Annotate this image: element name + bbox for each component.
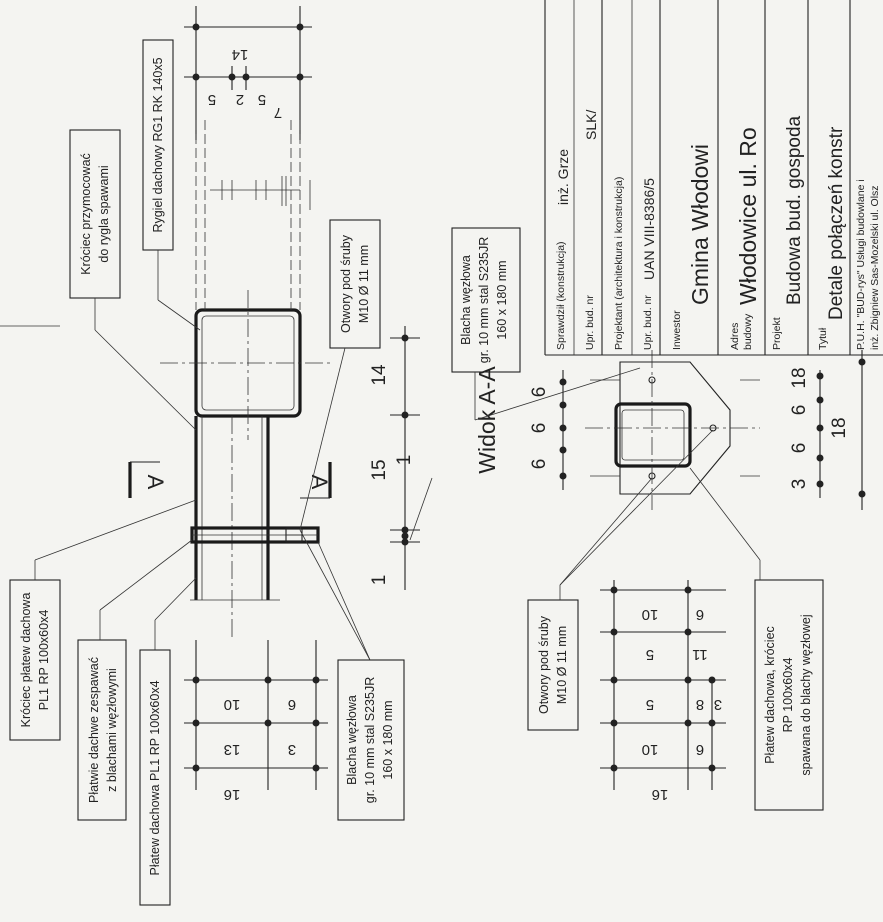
tb-footer-1: P.U.H. "BUD-rys" Usługi budowlane i	[855, 179, 867, 350]
callout-rygiel: Rygiel dachowy RG1 RK 140x5	[142, 39, 201, 331]
dim-bot-6a: 6	[696, 606, 704, 623]
svg-text:Otwory pod śruby: Otwory pod śruby	[339, 234, 353, 333]
left-dimension-column: 16 13 10 3 6	[184, 640, 328, 803]
tb-projekt-label: Projekt	[771, 317, 783, 350]
callout-blacha-top: Blacha węzłowa gr. 10 mm stal S235JR 160…	[451, 227, 641, 421]
dim-view-6b: 6	[529, 423, 550, 434]
dim-bot-16: 16	[652, 786, 669, 803]
section-cut-mark-upper: A	[143, 475, 168, 490]
svg-text:RP 100x60x4: RP 100x60x4	[781, 658, 795, 733]
dim-mid-14: 14	[369, 364, 390, 386]
dim-left-3: 3	[288, 741, 296, 758]
tb-projekt: Budowa bud. gospoda	[784, 115, 805, 305]
callout-krociec-platew: Króciec płatew dachowa PL1 RP 100x60x4	[9, 499, 197, 741]
tb-tytul-label: Tytuł	[817, 327, 829, 350]
svg-text:z blachami węzłowymi: z blachami węzłowymi	[105, 668, 119, 792]
tb-inwestor: Gmina Włodowi	[687, 144, 713, 305]
bottom-dimension-column: 10 5 5 10 11 8 3 6 6 16	[600, 580, 726, 803]
svg-text:Blacha węzłowa: Blacha węzłowa	[345, 695, 359, 785]
dim-view-3a: 18	[789, 367, 810, 388]
tb-tytul: Detale połączeń konstr	[826, 126, 847, 320]
mid-dimension-row: 14 15 1 1	[369, 326, 433, 590]
tb-sprawdzil-label: Sprawdził (konstrukcja)	[555, 241, 567, 350]
callout-platew-pl1: Płatew dachowa PL1 RP 100x60x4	[139, 577, 197, 906]
dim-bot-6b: 6	[696, 741, 704, 758]
dim-left-10: 10	[224, 696, 241, 713]
dim-mid-15: 15	[369, 459, 390, 480]
svg-text:160 x 180 mm: 160 x 180 mm	[495, 260, 509, 339]
callout-platew-spawana: Płatew dachowa, króciec RP 100x60x4 spaw…	[689, 467, 824, 811]
top-dimension-strip: 14 5 2 5 7	[184, 6, 312, 140]
dim-bot-11: 11	[692, 646, 708, 663]
svg-text:spawana do blachy węzłowej: spawana do blachy węzłowej	[799, 614, 813, 775]
dim-left-6: 6	[288, 696, 296, 713]
dim-top-5b: 5	[258, 91, 266, 108]
dim-mid-1a: 1	[394, 455, 415, 466]
title-block: Sprawdził (konstrukcja) inż. Grze Upr. b…	[544, 0, 883, 356]
dim-view-18: 18	[829, 417, 850, 438]
tb-sprawdzil-name: inż. Grze	[555, 149, 571, 205]
tb-upr1-label: Upr. bud. nr	[584, 295, 596, 350]
svg-text:160 x 180 mm: 160 x 180 mm	[381, 700, 395, 779]
svg-text:M10 Ø 11 mm: M10 Ø 11 mm	[357, 245, 371, 323]
svg-text:Płatew dachowa, króciec: Płatew dachowa, króciec	[763, 626, 777, 764]
dim-view-b6b: 6	[789, 443, 810, 454]
dim-mid-1b: 1	[369, 575, 390, 586]
svg-text:gr. 10 mm stal S235JR: gr. 10 mm stal S235JR	[363, 677, 377, 803]
callout-platwie-zespawac: Płatwie dachwe zespawać z blachami węzło…	[77, 539, 193, 821]
dim-bot-5b: 5	[646, 696, 654, 713]
dim-bot-8: 8	[696, 696, 704, 713]
svg-text:PL1 RP 100x60x4: PL1 RP 100x60x4	[37, 610, 51, 711]
dim-left-13: 13	[224, 741, 241, 758]
svg-text:Króciec płatew dachowa: Króciec płatew dachowa	[19, 593, 33, 728]
svg-text:M10 Ø 11 mm: M10 Ø 11 mm	[555, 626, 569, 704]
dim-view-b6a: 6	[789, 405, 810, 416]
svg-text:gr. 10 mm stal S235JR: gr. 10 mm stal S235JR	[477, 237, 491, 363]
svg-text:Króciec przymocować: Króciec przymocować	[79, 153, 93, 275]
tb-adres-label-2: budowy	[742, 313, 754, 350]
tb-upr2-value: UAN VIII-8386/5	[641, 178, 657, 280]
section-cut-mark-lower: A	[307, 475, 332, 490]
dim-view-6a: 6	[529, 387, 550, 398]
svg-text:Płatew dachowa PL1 RP 100x60x4: Płatew dachowa PL1 RP 100x60x4	[148, 680, 162, 875]
dim-top-5a: 5	[208, 91, 216, 108]
svg-text:Płatwie dachwe zespawać: Płatwie dachwe zespawać	[87, 657, 101, 803]
callout-otwory-bottom: Otwory pod śruby M10 Ø 11 mm	[527, 429, 714, 731]
tb-projektant-label: Projektant (architektura i konstrukcja)	[613, 177, 625, 350]
tb-upr2-label: Upr. bud. nr	[642, 295, 654, 350]
svg-text:do rygla spawami: do rygla spawami	[97, 165, 111, 262]
dim-top-7: 7	[274, 104, 282, 121]
dim-view-6c: 6	[529, 459, 550, 470]
dim-top-2: 2	[236, 91, 244, 108]
view-a-a: Widok A-A 6 6 6 18 6 6 3 18	[474, 350, 866, 510]
callout-blacha-bottom: Blacha węzłowa gr. 10 mm stal S235JR 160…	[299, 529, 405, 821]
tb-inwestor-label: Inwestor	[671, 310, 683, 350]
dim-bot-5a: 5	[646, 646, 654, 663]
dim-left-16: 16	[224, 786, 241, 803]
dim-view-3b: 3	[789, 479, 810, 490]
tb-adres-label-1: Adres	[729, 323, 741, 350]
tb-adres: Włodowice ul. Ro	[735, 127, 761, 305]
svg-text:Rygiel dachowy RG1 RK 140x5: Rygiel dachowy RG1 RK 140x5	[151, 57, 165, 232]
view-title: Widok A-A	[474, 366, 500, 474]
dim-bot-10a: 10	[642, 606, 659, 623]
tb-footer-2: inż. Zbigniew Sas-Mozelski ul. Olsz	[869, 185, 881, 350]
dim-top-14: 14	[232, 46, 249, 63]
callout-krociec-rygla: Króciec przymocować do rygla spawami	[69, 129, 197, 431]
svg-text:Blacha węzłowa: Blacha węzłowa	[459, 255, 473, 345]
dim-bot-3: 3	[714, 696, 722, 713]
callout-otwory-top: Otwory pod śruby M10 Ø 11 mm	[299, 219, 381, 531]
tb-upr1-value: SLK/	[583, 110, 599, 140]
svg-text:Otwory pod śruby: Otwory pod śruby	[537, 615, 551, 714]
main-elevation: A A	[128, 120, 332, 640]
dim-bot-10b: 10	[642, 741, 659, 758]
